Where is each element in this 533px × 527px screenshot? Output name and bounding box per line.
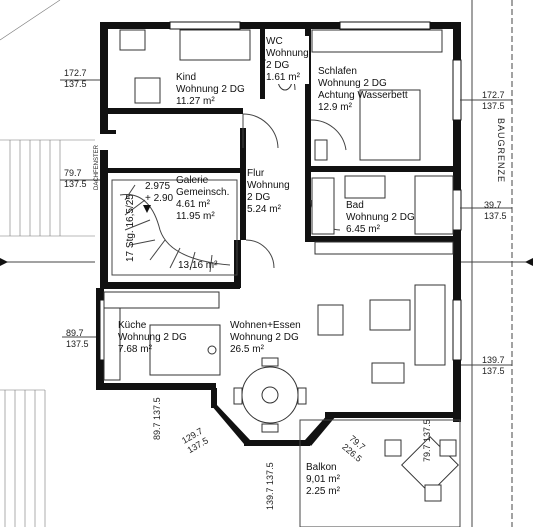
- dim-7-b: 137.5: [152, 397, 162, 420]
- room-kueche: Küche Wohnung 2 DG 7.68 m²: [118, 320, 187, 356]
- room-wohnen: Wohnen+Essen Wohnung 2 DG 26.5 m²: [230, 320, 301, 356]
- dim-4-b: 137.5: [484, 211, 507, 221]
- room-galerie-unit: Gemeinsch.: [176, 187, 230, 198]
- dim-5-b: 137.5: [66, 339, 89, 349]
- furniture: [103, 29, 461, 527]
- room-bad-unit: Wohnung 2 DG: [346, 212, 415, 223]
- dim-7: 89.7 137.5: [152, 397, 163, 440]
- room-kueche-name: Küche: [118, 320, 147, 331]
- baugrenze-label: BAUGRENZE: [496, 118, 506, 184]
- dim-1-b: 137.5: [64, 79, 87, 89]
- dim-11-a: 79.7: [422, 444, 432, 462]
- room-schlafen-area: 12.9 m²: [318, 102, 352, 113]
- room-flur-area: 5.24 m²: [247, 204, 281, 215]
- dim-6-b: 137.5: [482, 366, 505, 376]
- dim-1: 172.7 137.5: [64, 68, 87, 90]
- room-kueche-unit: Wohnung 2 DG: [118, 332, 187, 343]
- dim-4-a: 39.7: [484, 200, 502, 210]
- stair-label: 17 Stg. 16,5/25: [125, 194, 137, 262]
- level-mark-1: 2.975: [145, 181, 171, 192]
- dim-5: 89.7 137.5: [66, 328, 89, 350]
- dim-6-a: 139.7: [482, 355, 505, 365]
- room-kind-name: Kind: [176, 72, 197, 83]
- dim-11-b: 137.5: [422, 419, 432, 442]
- room-flur-level: 2 DG: [247, 192, 271, 203]
- roof-hatching-left: [0, 0, 95, 527]
- dim-3-b: 137.5: [482, 101, 505, 111]
- dim-2-b: 137.5: [64, 179, 87, 189]
- dim-11: 79.7 137.5: [422, 419, 433, 462]
- dim-2-a: 79.7: [64, 168, 82, 178]
- dim-7-a: 89.7: [152, 422, 162, 440]
- level-mark-2: + 2.90: [145, 193, 174, 204]
- level-marks: 2.975 + 2.90: [145, 181, 173, 205]
- room-wc-level: 2 DG: [266, 60, 290, 71]
- room-balkon: Balkon 9,01 m² 2.25 m²: [306, 462, 340, 498]
- dim-10: 139.7 137.5: [265, 462, 276, 510]
- baugrenze-lines: [460, 0, 533, 527]
- room-balkon-area2: 2.25 m²: [306, 486, 340, 497]
- room-galerie: Galerie Gemeinsch. 4.61 m² 11.95 m²: [176, 175, 229, 223]
- room-flur: Flur Wohnung 2 DG 5.24 m²: [247, 168, 290, 216]
- dim-10-a: 139.7: [265, 487, 275, 510]
- room-wc-name: WC: [266, 36, 283, 47]
- room-galerie-extra: 11.95 m²: [176, 211, 215, 222]
- dim-5-a: 89.7: [66, 328, 84, 338]
- room-balkon-name: Balkon: [306, 462, 337, 473]
- dim-10-b: 137.5: [265, 462, 275, 485]
- dim-4: 39.7 137.5: [484, 200, 507, 222]
- stair-area: 13.16 m²: [178, 260, 218, 271]
- room-galerie-area: 4.61 m²: [176, 199, 210, 210]
- room-balkon-area1: 9,01 m²: [306, 474, 340, 485]
- room-flur-unit: Wohnung: [247, 180, 290, 191]
- dimension-lines: [60, 79, 512, 366]
- stair-ratio: 16,5/25: [125, 194, 136, 228]
- room-wc: WC Wohnung 2 DG 1.61 m²: [266, 36, 309, 84]
- dim-2: 79.7 137.5: [64, 168, 87, 190]
- stair-steps: 17 Stg.: [125, 230, 136, 262]
- windows: [99, 21, 462, 361]
- dim-3: 172.7 137.5: [482, 90, 505, 112]
- room-schlafen-unit: Wohnung 2 DG: [318, 78, 387, 89]
- stair: [111, 179, 238, 276]
- room-bad: Bad Wohnung 2 DG 6.45 m²: [346, 200, 415, 236]
- room-wc-area: 1.61 m²: [266, 72, 300, 83]
- room-wohnen-area: 26.5 m²: [230, 344, 264, 355]
- room-kueche-area: 7.68 m²: [118, 344, 152, 355]
- room-wc-unit: Wohnung: [266, 48, 309, 59]
- room-schlafen-note: Achtung Wasserbett: [318, 90, 408, 101]
- dim-3-a: 172.7: [482, 90, 505, 100]
- room-kind-area: 11.27 m²: [176, 96, 215, 107]
- room-bad-area: 6.45 m²: [346, 224, 380, 235]
- dim-1-a: 172.7: [64, 68, 87, 78]
- room-flur-name: Flur: [247, 168, 265, 179]
- room-kind-unit: Wohnung 2 DG: [176, 84, 245, 95]
- room-schlafen: Schlafen Wohnung 2 DG Achtung Wasserbett…: [318, 66, 408, 114]
- room-kind: Kind Wohnung 2 DG 11.27 m²: [176, 72, 245, 108]
- room-bad-name: Bad: [346, 200, 364, 211]
- dim-6: 139.7 137.5: [482, 355, 505, 377]
- room-wohnen-unit: Wohnung 2 DG: [230, 332, 299, 343]
- room-schlafen-name: Schlafen: [318, 66, 357, 77]
- room-wohnen-name: Wohnen+Essen: [230, 320, 301, 331]
- room-galerie-name: Galerie: [176, 175, 209, 186]
- dachfenster-label: DACHFENSTER: [94, 144, 100, 190]
